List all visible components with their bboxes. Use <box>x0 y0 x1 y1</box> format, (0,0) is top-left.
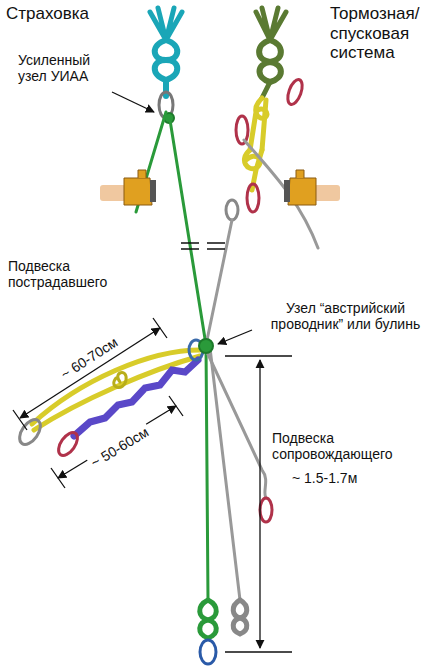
part-label: Подвеска пострадавшего <box>8 258 138 290</box>
knot-label: Усиленный узел УИАА <box>18 52 118 84</box>
knot-label: Узел “австрийский проводник” или булинь <box>258 300 433 332</box>
break-marks <box>181 243 225 249</box>
column-heading: Страховка <box>6 4 126 24</box>
bottom-knots <box>200 600 247 664</box>
dimension-line <box>225 356 292 652</box>
glove <box>284 170 340 205</box>
leader-line <box>112 92 252 344</box>
dimension-label: ~ 1.5-1.7м <box>292 470 402 486</box>
belay-anchor <box>150 8 182 123</box>
dimension-label: ~ 50-60см <box>86 423 153 472</box>
column-heading: Тормозная/ спусковая система <box>330 4 438 63</box>
glove <box>100 170 156 205</box>
part-label: Подвеска сопровождающего <box>272 430 432 462</box>
dimension-line <box>13 318 183 488</box>
